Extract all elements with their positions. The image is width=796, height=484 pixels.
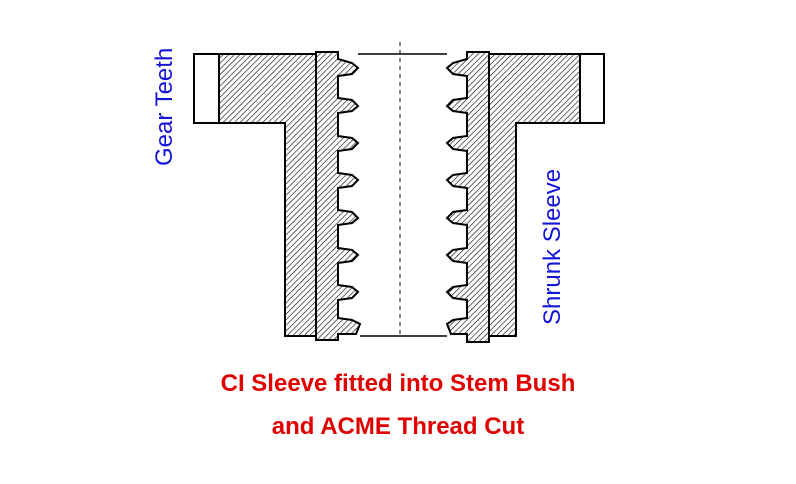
bush-body-right <box>488 53 581 337</box>
bush-body-left <box>218 53 317 337</box>
gear-teeth-label: Gear Teeth <box>151 48 178 166</box>
threaded-sleeve-right <box>445 51 490 343</box>
threaded-sleeve-left <box>315 51 362 341</box>
caption-line-1: CI Sleeve fitted into Stem Bush <box>220 370 576 397</box>
gear-teeth-block-right <box>579 53 605 124</box>
shrunk-sleeve-label: Shrunk Sleeve <box>539 169 566 325</box>
caption-line-2: and ACME Thread Cut <box>271 413 525 440</box>
gear-teeth-block-left <box>193 53 220 124</box>
